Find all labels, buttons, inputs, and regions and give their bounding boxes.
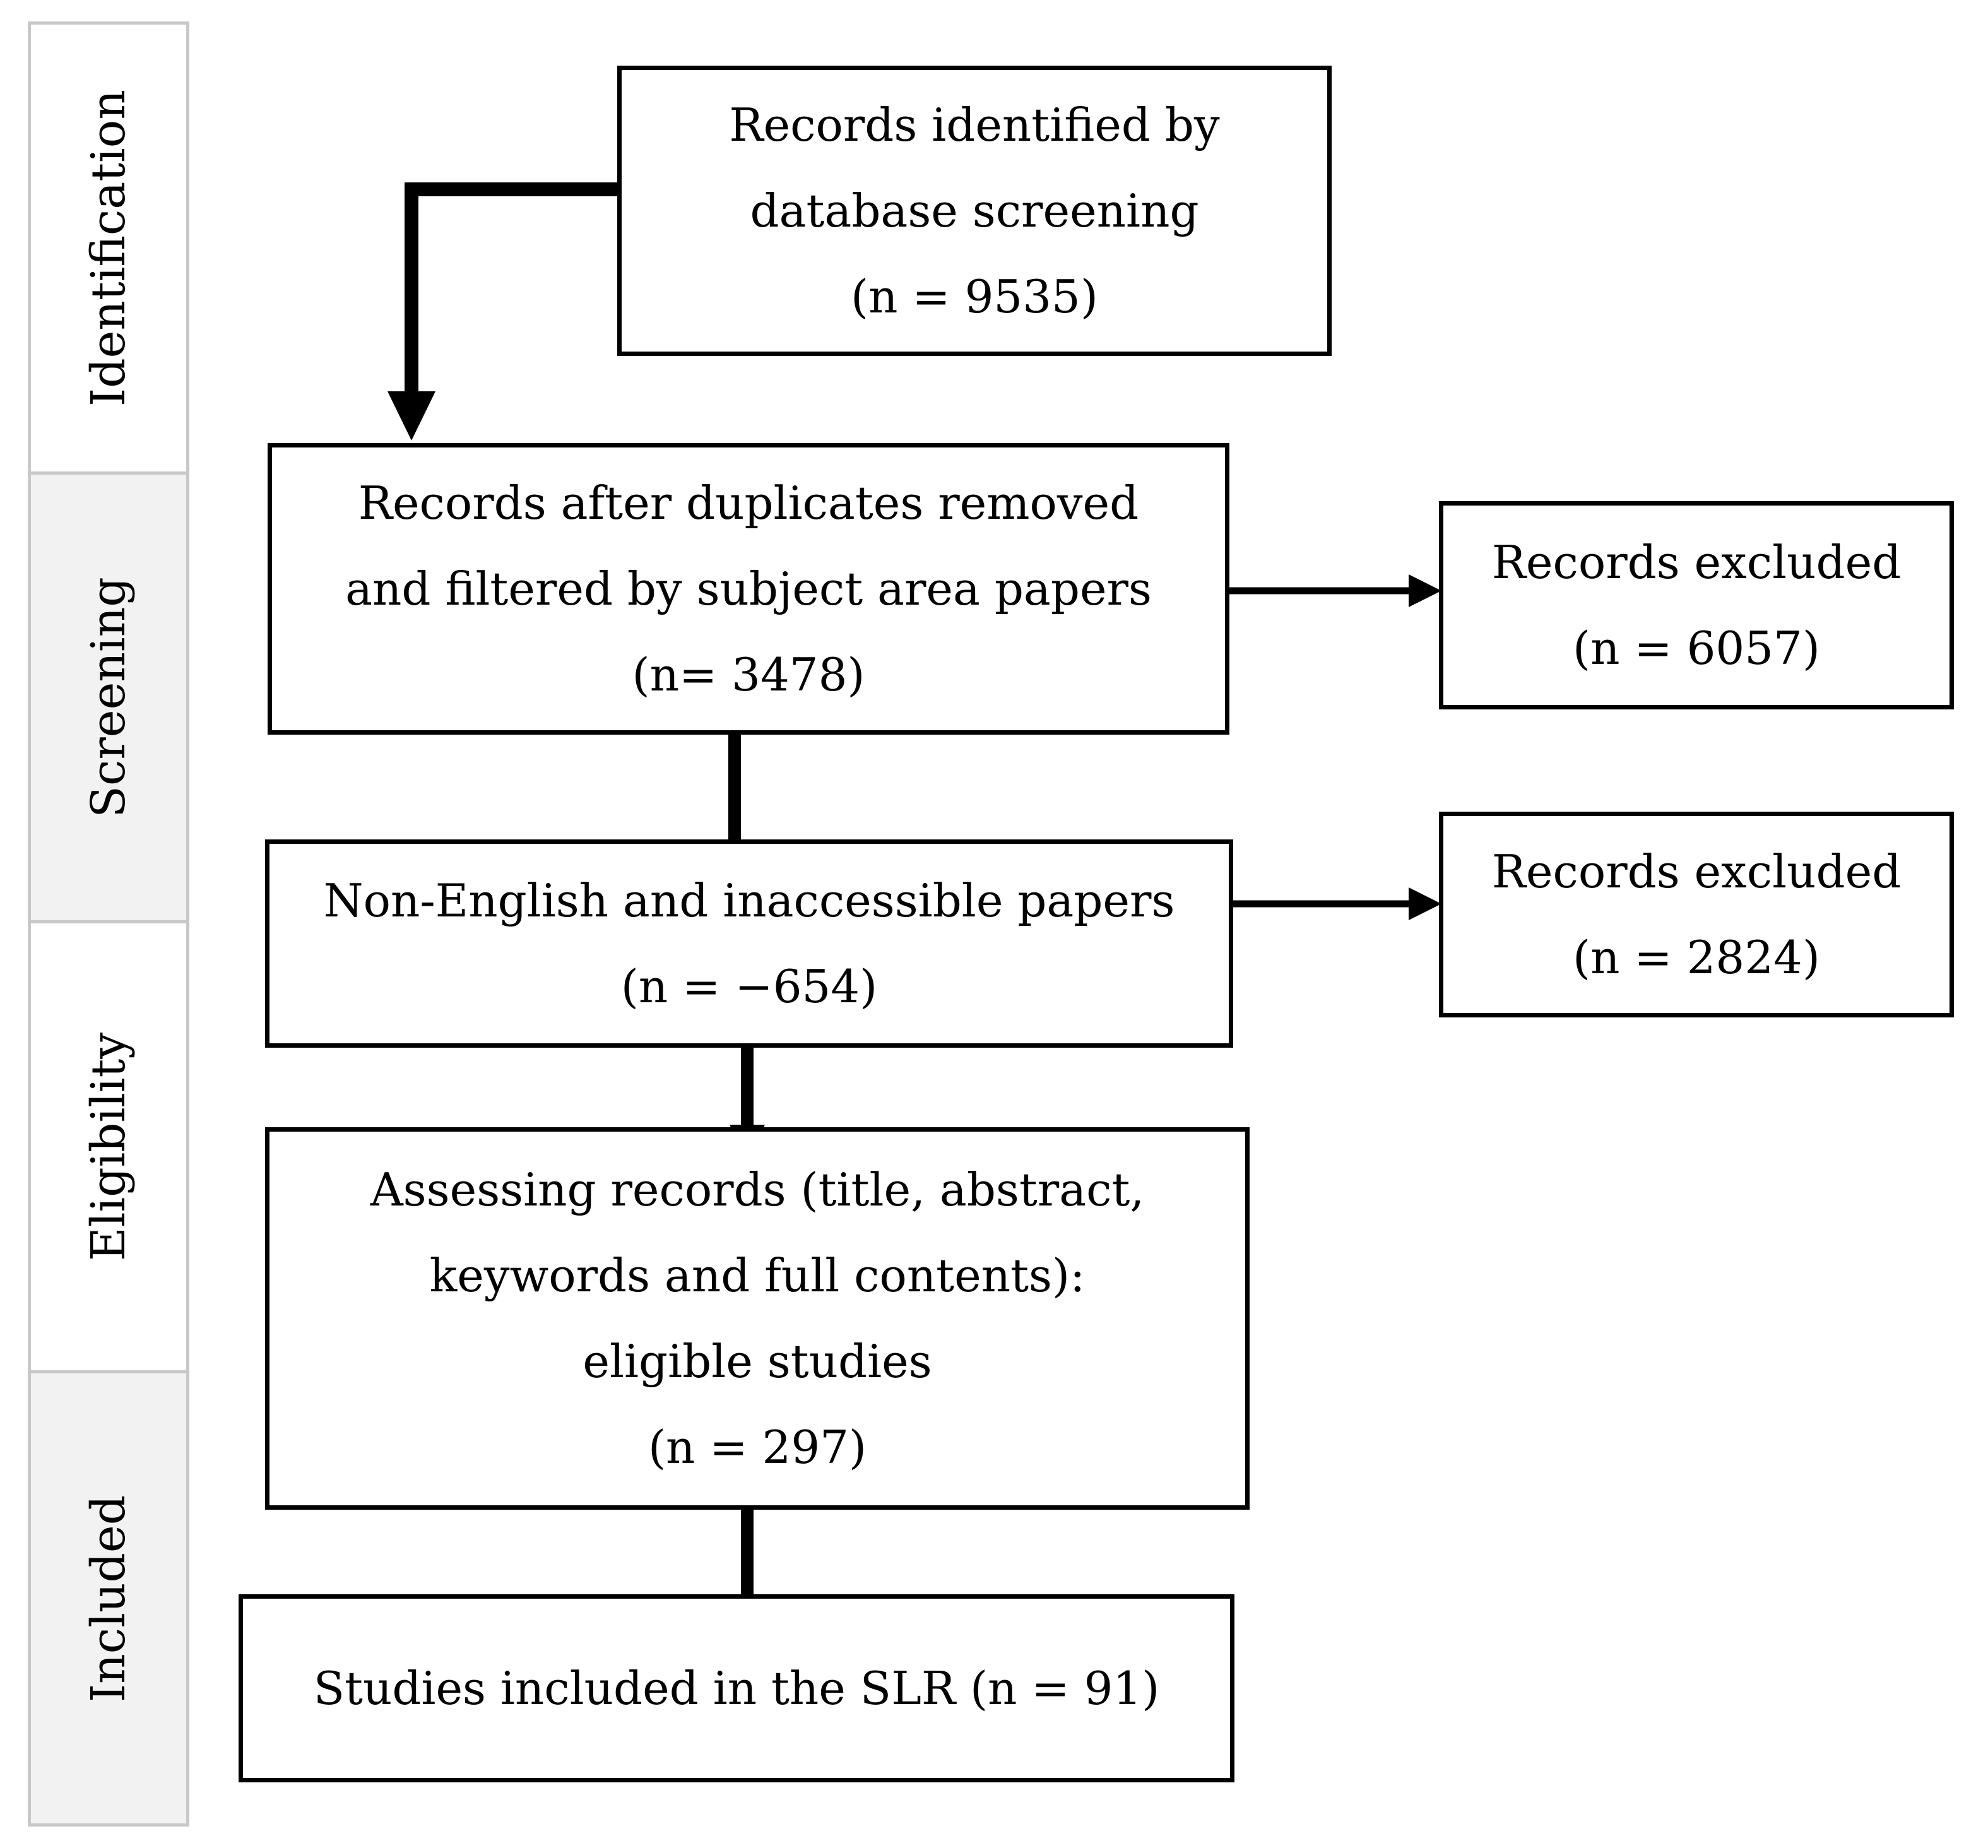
phase-included: Included: [28, 1370, 189, 1827]
box-text-line: Records after duplicates removed: [358, 477, 1139, 530]
box-records-deduplicated: Records after duplicates removed and fil…: [268, 443, 1229, 735]
box-text-line: (n = 6057): [1573, 622, 1820, 675]
box-text-line: and filtered by subject area papers: [345, 562, 1152, 615]
arrowhead: [1409, 574, 1441, 607]
box-text-line: Records identified by: [729, 98, 1220, 151]
box-assessing-records: Assessing records (title, abstract, keyw…: [265, 1127, 1250, 1510]
box-text-line: (n = −654): [620, 960, 878, 1013]
box-text-line: Assessing records (title, abstract,: [370, 1163, 1145, 1216]
box-text-line: Studies included in the SLR (n = 91): [313, 1662, 1160, 1715]
box-text-line: (n= 3478): [632, 648, 865, 701]
box-text-line: (n = 2824): [1573, 931, 1820, 984]
box-text-line: keywords and full contents):: [429, 1249, 1086, 1302]
box-text-line: database screening: [750, 184, 1199, 237]
box-records-identified: Records identified by database screening…: [617, 66, 1332, 356]
arrowhead: [388, 391, 435, 441]
box-text-line: Records excluded: [1491, 536, 1902, 589]
arrow-identified-to-deduplicated: [405, 182, 621, 401]
box-studies-included: Studies included in the SLR (n = 91): [239, 1594, 1234, 1782]
box-text-line: (n = 297): [648, 1421, 867, 1474]
box-records-excluded-2: Records excluded (n = 2824): [1439, 812, 1954, 1017]
box-text-line: Records excluded: [1491, 845, 1902, 898]
box-text-line: eligible studies: [583, 1335, 932, 1388]
box-non-english-papers: Non-English and inaccessible papers (n =…: [265, 839, 1233, 1048]
box-text-line: Non-English and inaccessible papers: [323, 874, 1175, 927]
box-records-excluded-1: Records excluded (n = 6057): [1439, 501, 1954, 709]
box-text-line: (n = 9535): [851, 270, 1098, 323]
arrowhead: [1409, 887, 1441, 920]
